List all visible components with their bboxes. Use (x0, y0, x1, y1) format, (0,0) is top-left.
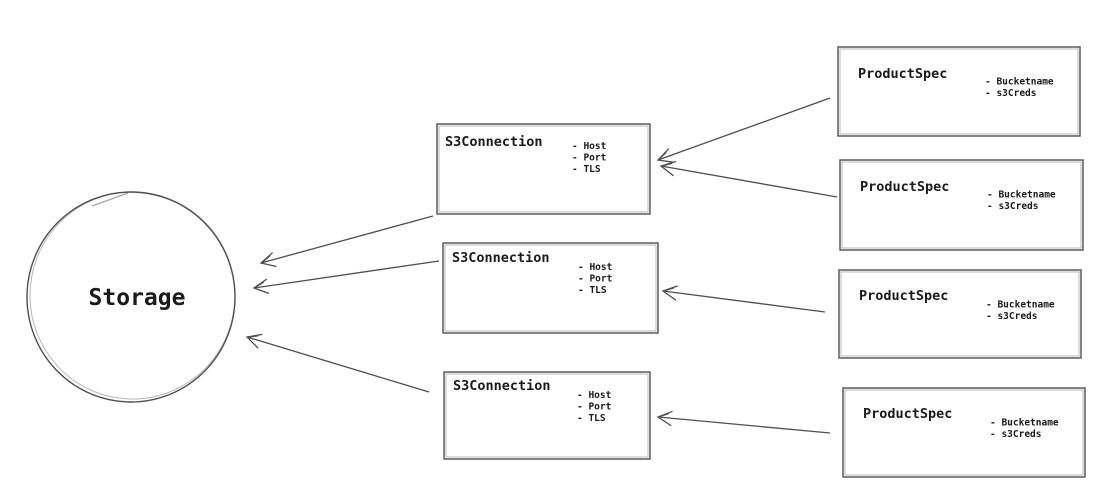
s3connection-2-box (442, 242, 659, 334)
s3connection-3-attr-3: - TLS (577, 413, 606, 424)
productspec-1-title: ProductSpec (858, 66, 947, 82)
edge-productspec-3-to-s3connection-2 (661, 285, 826, 313)
s3connection-2-box-sketch-echo (444, 244, 657, 332)
productspec-node-1: ProductSpec - Bucketname - s3Creds (837, 46, 1081, 137)
s3connection-1-attr-1: - Host (572, 141, 606, 152)
productspec-3-attr-2: - s3Creds (986, 311, 1037, 322)
edge-productspec-4-to-s3connection-3 (656, 410, 831, 434)
productspec-3-box-sketch-echo (840, 271, 1080, 357)
s3connection-2-attr-1: - Host (578, 262, 612, 273)
s3connection-node-3: S3Connection - Host - Port - TLS (443, 371, 651, 460)
productspec-1-box-sketch-echo (839, 48, 1079, 135)
s3connection-1-attr-2: - Port (572, 153, 606, 164)
productspec-3-title: ProductSpec (859, 288, 948, 304)
s3connection-1-title: S3Connection (445, 134, 543, 150)
s3connection-3-title: S3Connection (453, 378, 551, 394)
productspec-node-3: ProductSpec - Bucketname - s3Creds (838, 269, 1082, 359)
productspec-2-attr-1: - Bucketname (987, 190, 1056, 201)
s3connection-3-attr-1: - Host (577, 390, 611, 401)
s3connection-1-box-sketch-echo (438, 125, 649, 213)
edge-productspec-2-to-s3connection-1 (659, 160, 838, 198)
productspec-1-attr-1: - Bucketname (985, 77, 1054, 88)
edge-s3connection-2-to-storage (252, 260, 440, 295)
productspec-2-box-sketch-echo (841, 161, 1082, 249)
s3connection-1-attr-3: - TLS (572, 164, 601, 175)
productspec-node-4: ProductSpec - Bucketname - s3Creds (842, 387, 1086, 478)
productspec-2-attr-2: - s3Creds (987, 201, 1038, 212)
productspec-4-box-sketch-echo (844, 389, 1084, 476)
s3connection-2-title: S3Connection (452, 250, 550, 266)
s3connection-2-attr-2: - Port (578, 274, 612, 285)
productspec-node-2: ProductSpec - Bucketname - s3Creds (839, 159, 1084, 251)
s3connection-3-attr-2: - Port (577, 402, 611, 413)
storage-node: Storage (26, 191, 236, 403)
edge-productspec-1-to-s3connection-1 (656, 97, 831, 163)
productspec-3-attr-1: - Bucketname (986, 300, 1055, 311)
productspec-2-title: ProductSpec (860, 179, 949, 195)
edges (245, 97, 838, 434)
storage-circle-sketch-overlap (91, 192, 129, 207)
s3connection-1-box (436, 123, 651, 215)
productspec-4-box (842, 387, 1086, 478)
edge-s3connection-1-to-storage (259, 215, 434, 268)
productspec-3-box (838, 269, 1082, 359)
storage-circle-sketch-echo (29, 191, 236, 400)
productspec-2-box (839, 159, 1084, 251)
storage-label: Storage (89, 285, 186, 311)
s3connection-3-box-sketch-echo (445, 373, 649, 458)
s3connection-node-1: S3Connection - Host - Port - TLS (436, 123, 651, 215)
s3connection-2-attr-3: - TLS (578, 285, 607, 296)
productspec-1-box (837, 46, 1081, 137)
s3connection-3-box (443, 371, 651, 460)
s3connection-node-2: S3Connection - Host - Port - TLS (442, 242, 659, 334)
productspec-4-attr-1: - Bucketname (990, 418, 1059, 429)
productspec-4-attr-2: - s3Creds (990, 429, 1041, 440)
edge-s3connection-3-to-storage (245, 333, 430, 393)
storage-circle (26, 191, 236, 403)
productspec-4-title: ProductSpec (863, 406, 952, 422)
productspec-1-attr-2: - s3Creds (985, 88, 1036, 99)
